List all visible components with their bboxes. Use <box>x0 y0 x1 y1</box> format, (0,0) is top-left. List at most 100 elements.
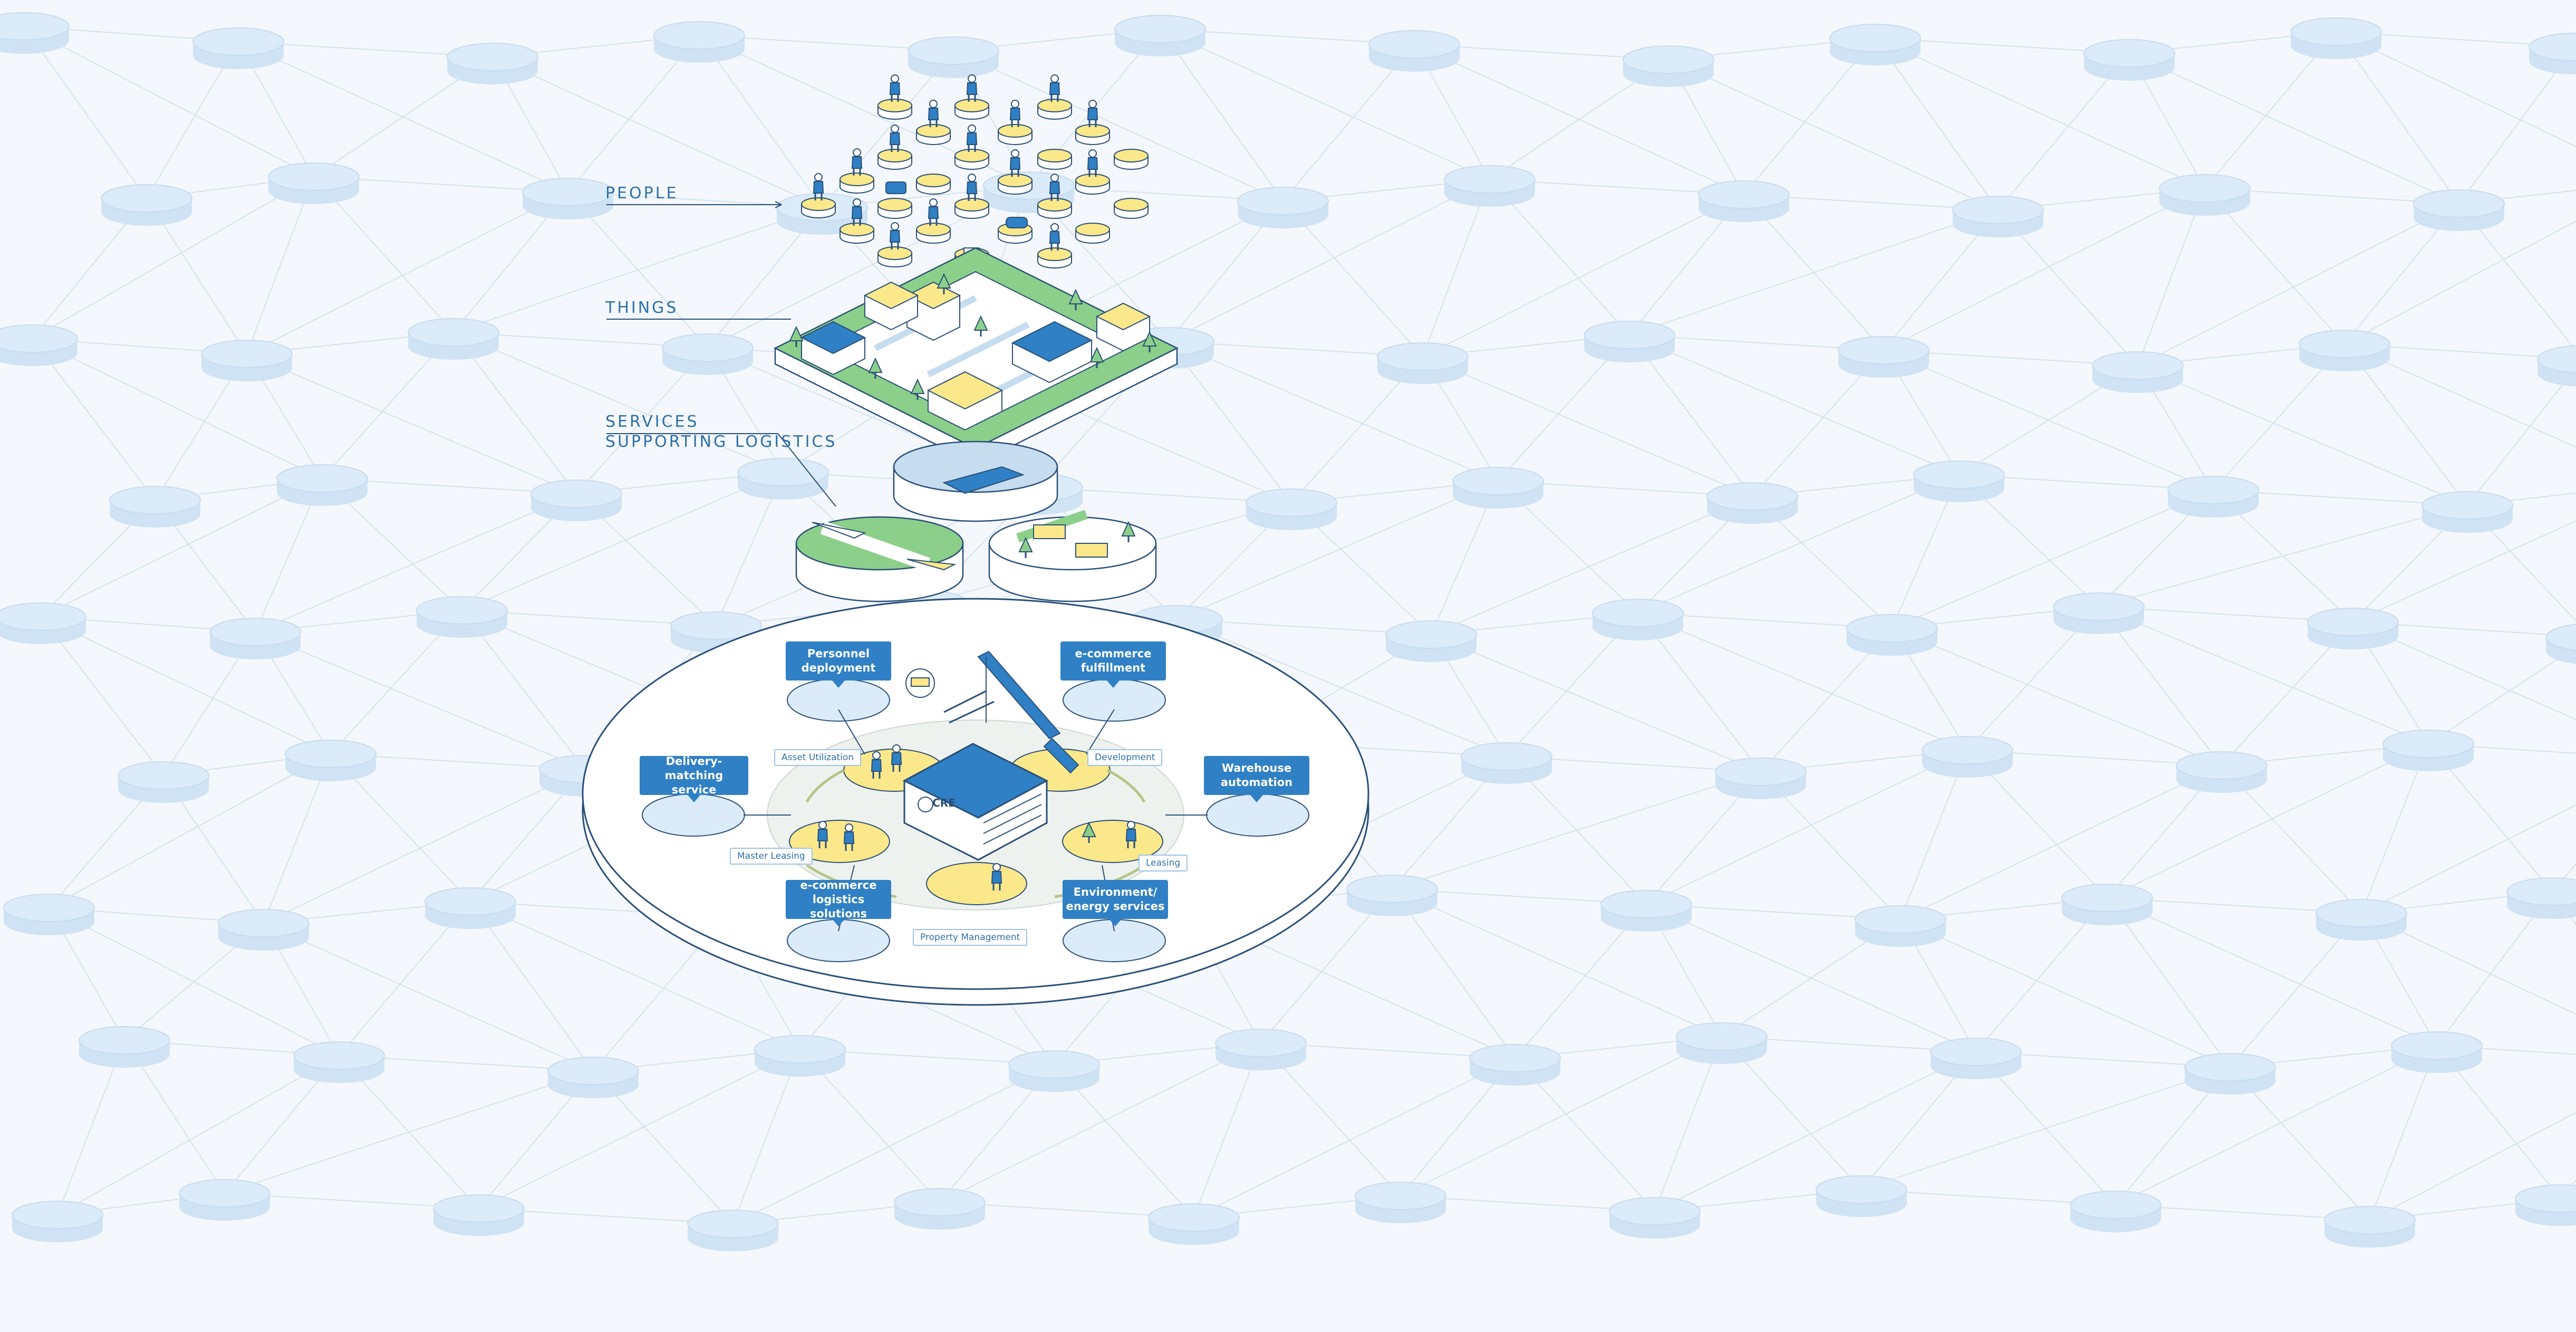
network-node <box>268 162 360 205</box>
network-node <box>276 464 368 506</box>
network-node <box>754 1035 846 1077</box>
network-link <box>1637 474 1960 614</box>
network-node <box>12 1201 103 1243</box>
network-link <box>2361 913 2576 1015</box>
network-link <box>2137 203 2459 366</box>
network-link <box>2552 891 2576 925</box>
network-link <box>2458 203 2576 352</box>
network-node <box>653 21 745 63</box>
network-link <box>1637 612 1968 751</box>
network-link <box>2098 505 2468 607</box>
network-link <box>1282 200 1423 357</box>
network-link <box>1875 37 2205 189</box>
network-node <box>1715 758 1807 800</box>
network-node <box>1922 736 2013 778</box>
network-link <box>1193 1042 1261 1218</box>
network-link <box>1400 1036 1722 1196</box>
network-link <box>1431 496 1753 635</box>
network-link <box>1637 612 1761 772</box>
people-layer-label: PEOPLE <box>605 184 678 204</box>
network-link <box>2344 343 2468 506</box>
network-node <box>1461 742 1552 784</box>
services-layer-label: SERVICES SUPPORTING LOGISTICS <box>605 392 837 452</box>
network-link <box>2107 743 2429 898</box>
network-node <box>218 909 310 951</box>
network-node <box>2299 330 2390 372</box>
network-node <box>1355 1182 1446 1224</box>
network-link <box>2352 520 2576 622</box>
network-link <box>2336 31 2576 148</box>
network-link <box>492 56 823 208</box>
network-link <box>2361 743 2429 914</box>
network-node <box>2167 476 2259 518</box>
network-link <box>255 631 585 770</box>
network-link <box>461 610 585 770</box>
network-link <box>1392 888 1516 1059</box>
network-link <box>2098 606 2429 744</box>
network-link <box>1054 1064 1194 1218</box>
network-node <box>1237 187 1329 229</box>
network-node <box>1444 165 1536 207</box>
network-node <box>1676 1022 1768 1065</box>
network-link <box>2344 343 2576 448</box>
network-link <box>2230 1067 2370 1221</box>
network-node <box>2083 39 2175 81</box>
network-node <box>1469 1044 1561 1086</box>
network-link <box>470 901 800 1050</box>
network-nodes <box>0 12 2576 1252</box>
network-link <box>939 1042 1261 1203</box>
network-node <box>2537 345 2576 387</box>
network-link <box>799 1049 940 1203</box>
network-link <box>1168 341 1292 503</box>
network-link <box>1282 44 1415 202</box>
network-node <box>1816 1175 1907 1218</box>
people-label-text: PEOPLE <box>605 184 679 203</box>
things-layer-label: THINGS <box>605 298 678 318</box>
platform <box>582 598 1369 1006</box>
network-node <box>894 1188 986 1230</box>
network-node <box>687 1210 779 1252</box>
network-node <box>293 1041 385 1084</box>
network-node <box>1452 467 1544 509</box>
network-link <box>478 1049 800 1209</box>
network-link <box>1422 179 1490 357</box>
things-label-text: THINGS <box>605 299 679 317</box>
network-link <box>263 923 594 1071</box>
network-link <box>2107 897 2437 1046</box>
network-link <box>453 332 784 473</box>
network-node <box>79 1026 170 1068</box>
network-node <box>2070 1191 2162 1233</box>
asset-utilization-tag: Asset Utilization <box>774 749 862 766</box>
delivery-matching-box: Delivery-matching service <box>640 755 748 802</box>
network-link <box>40 478 323 617</box>
network-link <box>32 338 323 479</box>
network-node <box>2545 623 2576 665</box>
network-node <box>109 486 201 528</box>
network-node <box>2391 1031 2483 1074</box>
network-link <box>1168 179 1490 342</box>
network-node <box>1346 875 1438 917</box>
network-link <box>224 1070 594 1194</box>
network-link <box>263 753 331 924</box>
network-node <box>530 480 622 522</box>
network-link <box>953 50 1284 202</box>
network-link <box>1646 750 1968 905</box>
network-link <box>2137 188 2205 366</box>
network-link <box>1392 771 1761 889</box>
network-link <box>1875 37 1999 210</box>
network-link <box>1489 179 1630 336</box>
network-link <box>1422 194 1744 357</box>
network-node <box>416 596 508 638</box>
network-link <box>32 176 314 339</box>
network-link <box>699 35 823 208</box>
network-link <box>246 176 314 354</box>
network-node <box>1148 1203 1240 1245</box>
network-link <box>1654 1036 1722 1212</box>
network-node <box>2290 17 2382 60</box>
network-node <box>662 333 754 376</box>
network-link <box>2137 365 2468 506</box>
network-node <box>2092 351 2184 394</box>
network-link <box>23 26 147 199</box>
services-label-text: SERVICES SUPPORTING LOGISTICS <box>605 413 837 451</box>
network-node <box>1368 30 1460 72</box>
